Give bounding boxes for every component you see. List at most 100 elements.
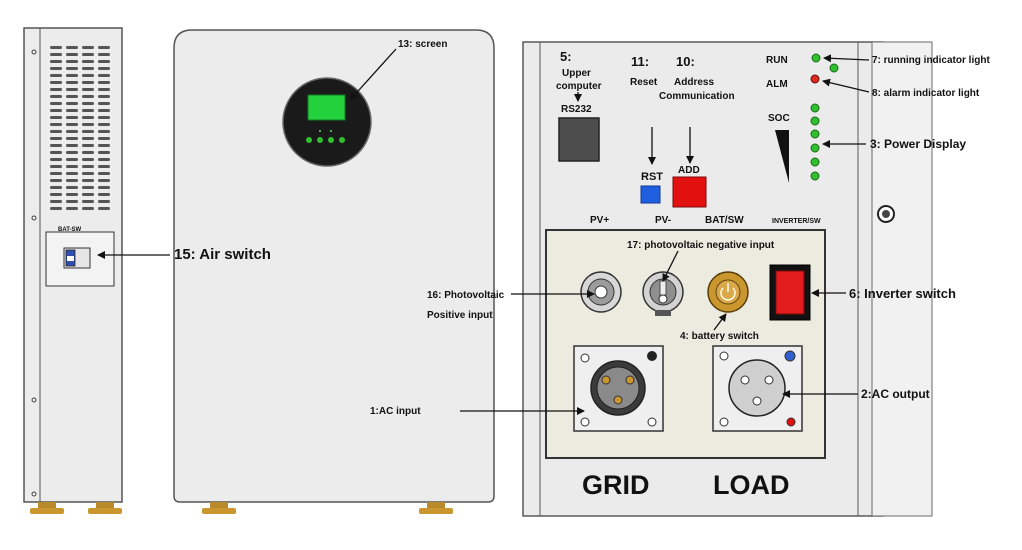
vent-slot xyxy=(50,151,62,154)
vent-slot xyxy=(82,116,94,119)
bat-sw-label: BAT/SW xyxy=(705,215,744,226)
power-symbol-icon xyxy=(720,283,736,301)
vent-slot xyxy=(98,46,110,49)
callout-upper-num: 5: xyxy=(560,49,572,64)
vent-slot xyxy=(98,81,110,84)
soc-leds xyxy=(810,103,820,181)
vent-slot xyxy=(82,60,94,63)
vent-slot xyxy=(50,81,62,84)
front-feet xyxy=(202,502,453,514)
vent-slot xyxy=(82,46,94,49)
vent-slot xyxy=(50,186,62,189)
vent-slot xyxy=(98,53,110,56)
vent-slot xyxy=(50,123,62,126)
side-vents xyxy=(50,46,110,210)
front-body xyxy=(173,29,495,503)
vent-slot xyxy=(66,102,78,105)
vent-slot xyxy=(66,88,78,91)
vent-slot xyxy=(66,109,78,112)
vent-slot xyxy=(82,207,94,210)
vent-slot xyxy=(66,81,78,84)
callout-screen: 13: screen xyxy=(398,39,447,50)
vent-slot xyxy=(82,158,94,161)
vent-slot xyxy=(98,172,110,175)
rs232-port[interactable] xyxy=(558,117,600,162)
add-dial[interactable] xyxy=(672,176,707,208)
callout-address-l2: Communication xyxy=(659,91,735,102)
vent-slot xyxy=(50,109,62,112)
vent-slot xyxy=(98,137,110,140)
vent-slot xyxy=(66,123,78,126)
vent-slot xyxy=(82,179,94,182)
callout-pv-negative: 17: photovoltaic negative input xyxy=(627,240,775,251)
run-led xyxy=(811,53,821,63)
vent-slot xyxy=(50,95,62,98)
panel-view: RS232 RST ADD RUN ALM SOC PV+ PV- BAT/SW… xyxy=(522,41,933,517)
run-label: RUN xyxy=(766,55,788,66)
vent-slot xyxy=(82,88,94,91)
vent-slot xyxy=(66,151,78,154)
vent-slot xyxy=(82,109,94,112)
add-label: ADD xyxy=(678,165,700,176)
callouts: 13: screen 15: Air switch 5: Upper compu… xyxy=(97,39,990,417)
vent-slot xyxy=(50,165,62,168)
alm-label: ALM xyxy=(766,79,788,90)
rs232-label: RS232 xyxy=(561,104,592,115)
load-label: LOAD xyxy=(713,470,790,500)
vent-slot xyxy=(50,102,62,105)
vent-slot xyxy=(98,102,110,105)
vent-slot xyxy=(50,74,62,77)
vent-slot xyxy=(66,207,78,210)
panel-side-edge xyxy=(871,41,933,517)
screen-button-1[interactable] xyxy=(306,137,312,143)
vent-slot xyxy=(82,172,94,175)
pv-minus-label: PV- xyxy=(655,215,671,226)
alm-led xyxy=(810,74,820,84)
callout-alarm-light: 8: alarm indicator light xyxy=(872,88,980,99)
vent-slot xyxy=(50,193,62,196)
screen-button-2[interactable] xyxy=(317,137,323,143)
vent-slot xyxy=(98,151,110,154)
vent-slot xyxy=(66,179,78,182)
vent-slot xyxy=(66,74,78,77)
vent-slot xyxy=(66,46,78,49)
screen xyxy=(307,94,346,121)
vent-slot xyxy=(66,67,78,70)
vent-slot xyxy=(98,130,110,133)
vent-slot xyxy=(66,116,78,119)
callout-run-light: 7: running indicator light xyxy=(872,55,990,66)
vent-slot xyxy=(66,95,78,98)
vent-slot xyxy=(82,186,94,189)
vent-slot xyxy=(50,207,62,210)
callout-reset-num: 11: xyxy=(631,54,649,69)
side-view: BAT-SW xyxy=(23,27,123,514)
screen-button-4[interactable] xyxy=(339,137,345,143)
vent-slot xyxy=(98,109,110,112)
vent-slot xyxy=(50,172,62,175)
vent-slot xyxy=(98,193,110,196)
callout-battery-switch: 4: battery switch xyxy=(680,331,759,342)
callout-pv-positive-l1: 16: Photovoltaic xyxy=(427,290,505,301)
rst-button[interactable] xyxy=(640,185,661,204)
vent-slot xyxy=(50,179,62,182)
vent-slot xyxy=(82,81,94,84)
vent-slot xyxy=(50,67,62,70)
vent-slot xyxy=(50,144,62,147)
callout-reset: Reset xyxy=(630,77,658,88)
vent-slot xyxy=(50,137,62,140)
vent-slot xyxy=(98,165,110,168)
vent-slot xyxy=(50,116,62,119)
vent-slot xyxy=(82,144,94,147)
screen-button-3[interactable] xyxy=(328,137,334,143)
vent-slot xyxy=(82,137,94,140)
vent-slot xyxy=(98,179,110,182)
ac-output-face[interactable] xyxy=(728,359,786,417)
vent-slot xyxy=(66,193,78,196)
front-view xyxy=(173,29,495,514)
vent-slot xyxy=(66,130,78,133)
vent-slot xyxy=(82,102,94,105)
callout-air-switch: 15: Air switch xyxy=(174,246,271,263)
bat-sw-small-label: BAT-SW xyxy=(58,227,82,233)
inverter-switch[interactable] xyxy=(775,270,805,315)
